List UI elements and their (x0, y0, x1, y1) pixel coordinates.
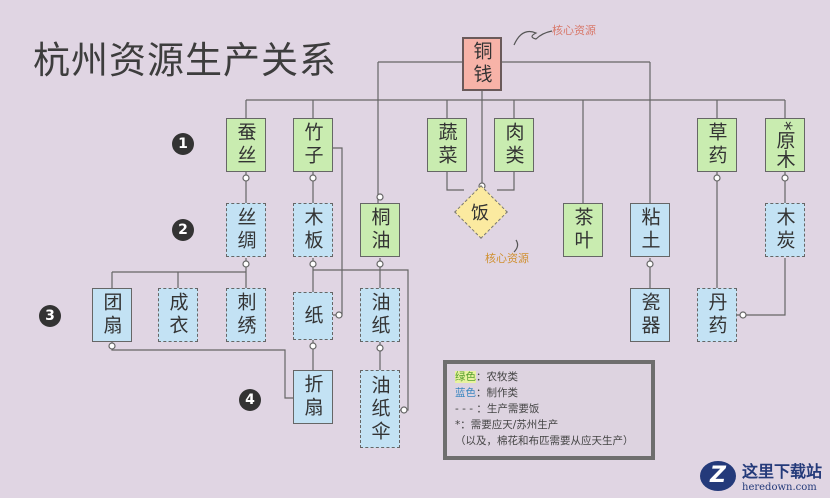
node-zhuzi: 竹子 (293, 118, 333, 172)
node-roulei: 肉类 (494, 118, 534, 172)
node-chaye: 茶叶 (563, 203, 603, 257)
node-tuanshan: 团扇 (92, 288, 132, 342)
row-label-4: 4 (239, 389, 261, 411)
page-title: 杭州资源生产关系 (33, 39, 337, 82)
watermark-url: heredown.com (742, 482, 817, 493)
legend-box: 绿色：农牧类 蓝色：制作类 - - - ：生产需要饭 *：需要应天/苏州生产 （… (443, 360, 655, 460)
node-youzhisan: 油纸伞 (360, 370, 400, 448)
node-chengyi: 成衣 (158, 288, 198, 342)
node-ciqi: 瓷器 (630, 288, 670, 342)
core-resource-label-top: 核心资源 (552, 24, 596, 37)
node-zheshan: 折扇 (293, 370, 333, 424)
row-label-3: 3 (39, 305, 61, 327)
node-muban: 木板 (293, 203, 333, 257)
legend-blue-desc: ：制作类 (476, 387, 518, 399)
legend-star: *：需要应天/苏州生产 (455, 419, 559, 431)
legend-green-key: 绿色 (455, 371, 476, 383)
node-tongyou: 桐油 (360, 203, 400, 257)
node-cixiu: 刺绣 (226, 288, 266, 342)
node-sichou: 丝绸 (226, 203, 266, 257)
node-zhi: 纸 (293, 292, 333, 340)
node-shucai: 蔬菜 (427, 118, 467, 172)
watermark-logo-icon: Z (700, 460, 736, 491)
legend-green: 绿色：农牧类 (455, 369, 643, 385)
legend-note: （以及，棉花和布匹需要从应天生产） (455, 435, 634, 447)
node-niantu: 粘土 (630, 203, 670, 257)
core-resource-label-fan: 核心资源 (485, 252, 529, 265)
node-yuanmu: *原木 (765, 118, 805, 172)
node-tongqian: 铜钱 (462, 37, 502, 91)
node-caoyao: 草药 (697, 118, 737, 172)
row-label-2: 2 (172, 219, 194, 241)
watermark-name: 这里下载站 (742, 462, 823, 481)
node-mutan: 木炭 (765, 203, 805, 257)
legend-blue-key: 蓝色 (455, 387, 476, 399)
legend-green-desc: ：农牧类 (476, 371, 518, 383)
legend-blue: 蓝色：制作类 (455, 385, 643, 401)
node-danyao: 丹药 (697, 288, 737, 342)
row-label-1: 1 (172, 133, 194, 155)
legend-dash: - - - ：生产需要饭 (455, 403, 540, 415)
node-youzhi: 油纸 (360, 288, 400, 342)
node-fan: 饭 (471, 203, 489, 224)
node-cansi: 蚕丝 (226, 118, 266, 172)
